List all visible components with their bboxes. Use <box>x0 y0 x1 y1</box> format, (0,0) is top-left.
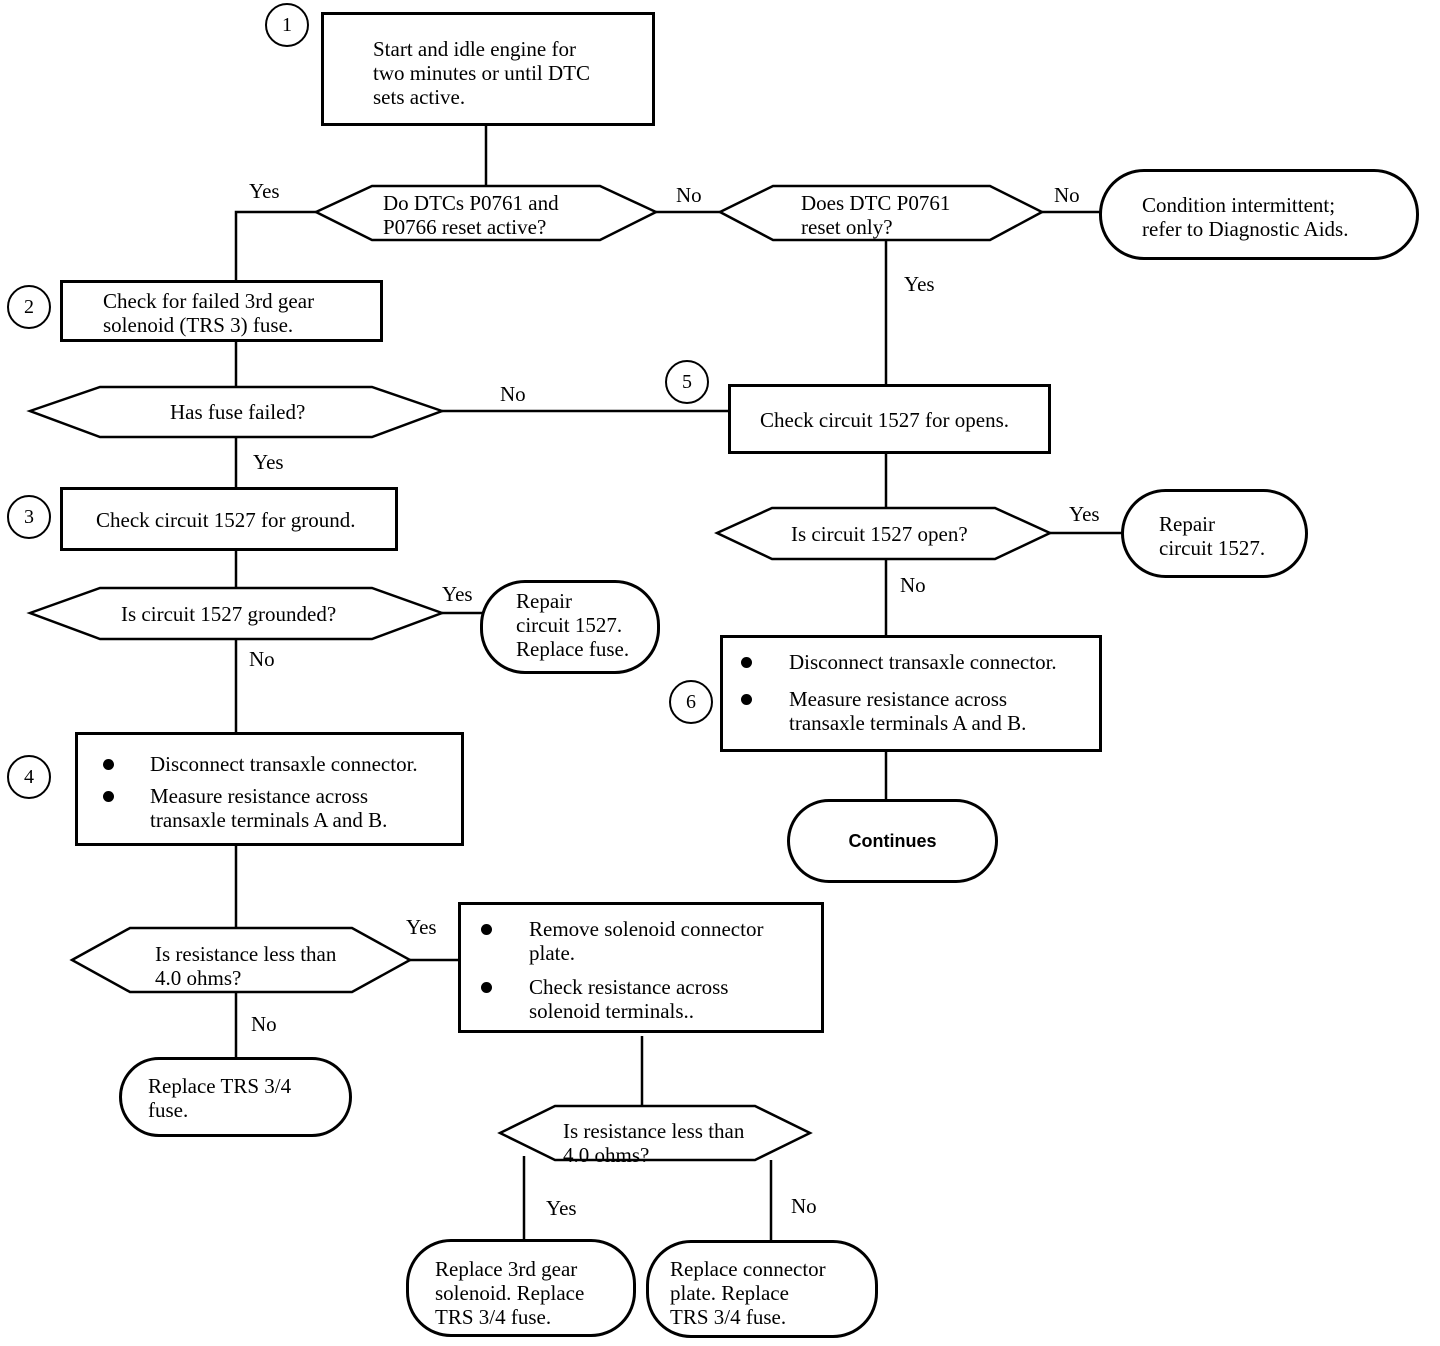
step-number-4: 4 <box>7 755 51 799</box>
replace-plate-text: Replace connector plate. Replace TRS 3/4… <box>670 1257 826 1329</box>
no-label: No <box>251 1012 277 1036</box>
decision-text-res2: Is resistance less than 4.0 ohms? <box>563 1119 745 1167</box>
yes-label: Yes <box>249 179 280 203</box>
step-number-label: 3 <box>24 505 34 528</box>
decision-diamond-fuse <box>26 385 446 439</box>
no-label: No <box>900 573 926 597</box>
no-label: No <box>1054 183 1080 207</box>
step-number-3: 3 <box>7 495 51 539</box>
step-number-label: 2 <box>24 295 34 318</box>
solenoid-check-box: Remove solenoid connector plate. Check r… <box>458 902 824 1033</box>
replace-solenoid-text: Replace 3rd gear solenoid. Replace TRS 3… <box>435 1257 585 1329</box>
start-text: Start and idle engine for two minutes or… <box>373 37 590 109</box>
check-opens-text: Check circuit 1527 for opens. <box>760 408 1010 432</box>
step4-bullet2-text: Measure resistance across transaxle term… <box>150 784 388 832</box>
step4-bullet1-text: Disconnect transaxle connector. <box>150 752 418 776</box>
decision-diamond-open <box>714 506 1053 561</box>
repair-circuit-terminal: Repair circuit 1527. <box>1121 489 1308 578</box>
yes-label: Yes <box>406 915 437 939</box>
step4-box: Disconnect transaxle connector. Measure … <box>75 732 464 846</box>
step-number-label: 5 <box>682 370 692 393</box>
decision-text-grounded: Is circuit 1527 grounded? <box>121 602 337 626</box>
replace-plate-terminal: Replace connector plate. Replace TRS 3/4… <box>646 1240 878 1338</box>
intermittent-terminal: Condition intermittent; refer to Diagnos… <box>1099 169 1419 260</box>
decision-text-open: Is circuit 1527 open? <box>791 522 968 546</box>
solenoid-bullet1-text: Remove solenoid connector plate. <box>529 917 764 965</box>
check-ground-text: Check circuit 1527 for ground. <box>96 508 356 532</box>
no-label: No <box>791 1194 817 1218</box>
step6-bullet1-text: Disconnect transaxle connector. <box>789 650 1057 674</box>
repair-replace-fuse-text: Repair circuit 1527. Replace fuse. <box>516 589 630 661</box>
continues-text: Continues <box>848 830 937 851</box>
repair-replace-fuse-terminal: Repair circuit 1527. Replace fuse. <box>480 580 660 674</box>
decision-text-res1: Is resistance less than 4.0 ohms? <box>155 942 337 990</box>
decision-text-q2: Does DTC P0761 reset only? <box>801 191 951 239</box>
repair-circuit-text: Repair circuit 1527. <box>1159 512 1266 560</box>
decision-diamond-res2 <box>497 1104 813 1162</box>
solenoid-bullet2-text: Check resistance across solenoid termina… <box>529 975 729 1023</box>
decision-diamond-q2 <box>717 184 1045 242</box>
step-number-1: 1 <box>265 3 309 47</box>
start-box: Start and idle engine for two minutes or… <box>321 12 655 126</box>
bullet-icon <box>481 982 492 993</box>
no-label: No <box>249 647 275 671</box>
yes-label: Yes <box>546 1196 577 1220</box>
decision-text-q1: Do DTCs P0761 and P0766 reset active? <box>383 191 559 239</box>
no-label: No <box>676 183 702 207</box>
bullet-icon <box>103 759 114 770</box>
replace-trs-fuse-text: Replace TRS 3/4 fuse. <box>148 1074 292 1122</box>
bullet-icon <box>481 924 492 935</box>
step-number-5: 5 <box>665 360 709 404</box>
decision-diamond-grounded <box>26 586 446 641</box>
decision-text-fuse: Has fuse failed? <box>170 400 306 424</box>
check-ground-box: Check circuit 1527 for ground. <box>60 487 398 551</box>
yes-label: Yes <box>904 272 935 296</box>
step-number-2: 2 <box>7 285 51 329</box>
decision-diamond-res1 <box>69 926 413 994</box>
decision-diamond-q1 <box>313 184 659 242</box>
intermittent-text: Condition intermittent; refer to Diagnos… <box>1142 193 1349 241</box>
yes-label: Yes <box>442 582 473 606</box>
check-fuse-text: Check for failed 3rd gear solenoid (TRS … <box>103 289 315 337</box>
check-opens-box: Check circuit 1527 for opens. <box>728 384 1051 454</box>
bullet-icon <box>103 791 114 802</box>
step6-box: Disconnect transaxle connector. Measure … <box>720 635 1102 752</box>
yes-label: Yes <box>253 450 284 474</box>
step-number-label: 6 <box>686 690 696 713</box>
step-number-label: 4 <box>24 765 34 788</box>
step-number-label: 1 <box>282 13 292 36</box>
step-number-6: 6 <box>669 680 713 724</box>
continues-terminal: Continues <box>787 799 998 883</box>
no-label: No <box>500 382 526 406</box>
check-fuse-box: Check for failed 3rd gear solenoid (TRS … <box>60 280 383 342</box>
yes-label: Yes <box>1069 502 1100 526</box>
replace-trs-fuse-terminal: Replace TRS 3/4 fuse. <box>119 1057 352 1137</box>
step6-bullet2-text: Measure resistance across transaxle term… <box>789 687 1027 735</box>
replace-solenoid-terminal: Replace 3rd gear solenoid. Replace TRS 3… <box>406 1239 636 1337</box>
bullet-icon <box>741 657 752 668</box>
bullet-icon <box>741 694 752 705</box>
